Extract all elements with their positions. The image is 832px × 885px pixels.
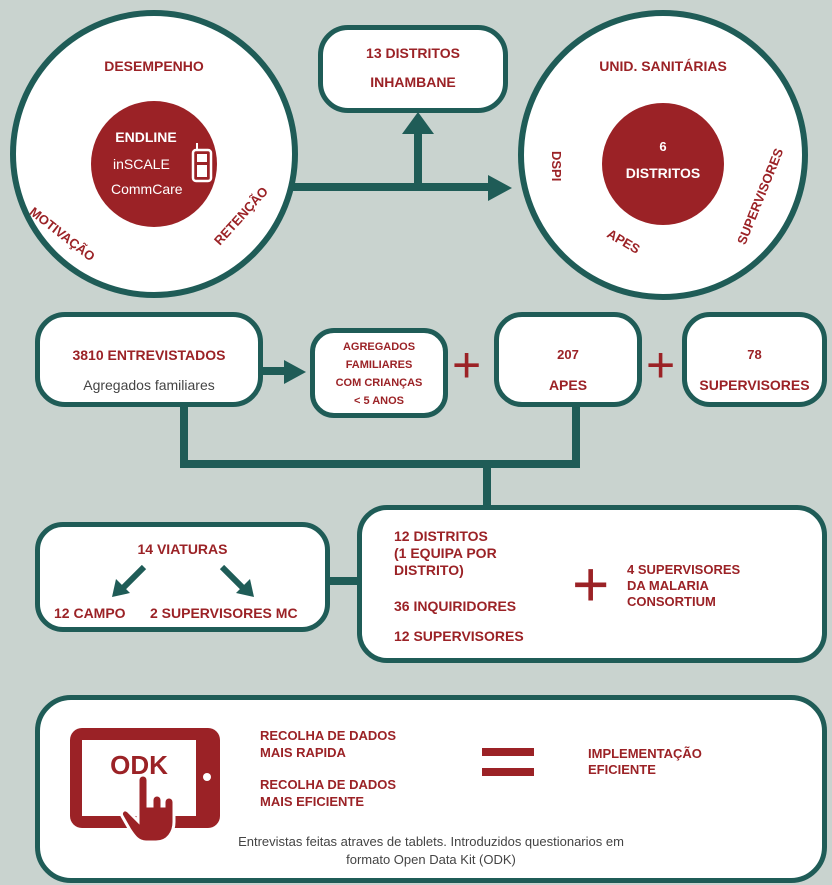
supervisors-count: 78 <box>747 347 762 362</box>
faster-collection-2: MAIS RAPIDA <box>260 745 346 760</box>
efficient-collection-2: MAIS EFICIENTE <box>260 794 365 809</box>
equals-bar-top <box>482 748 534 756</box>
households-line4: < 5 ANOS <box>353 395 405 407</box>
arrow-down-left-icon <box>112 565 147 597</box>
vehicles-box: 14 VIATURAS 12 CAMPO 2 SUPERVISORES MC <box>35 522 330 632</box>
connector-row2-left-down <box>180 400 188 465</box>
districts-core: 6 DISTRITOS <box>602 103 724 225</box>
arrow-down-right-icon <box>219 565 254 597</box>
phone-icon <box>191 143 213 183</box>
arrow-up-icon <box>402 112 434 134</box>
faster-collection-1: RECOLHA DE DADOS <box>260 728 397 743</box>
interviewed-count: 3810 ENTREVISTADOS <box>72 347 226 363</box>
connector-top-vertical <box>414 128 422 188</box>
equals-sign <box>482 748 534 776</box>
efficient-implementation-1: IMPLEMENTAÇÃO <box>588 746 702 761</box>
teams-box: 12 DISTRITOS (1 EQUIPA POR DISTRITO) 36 … <box>357 505 827 663</box>
label-desempenho: DESEMPENHO <box>104 58 204 74</box>
footnote-line1: Entrevistas feitas atraves de tablets. I… <box>238 834 624 849</box>
teams-supervisors: 12 SUPERVISORES <box>394 628 524 644</box>
connector-top-horizontal <box>292 183 492 191</box>
connector-row3-horizontal <box>325 577 365 585</box>
vehicles-title: 14 VIATURAS <box>137 541 228 557</box>
arrow-right-icon <box>488 175 512 201</box>
teams-per-district-1: (1 EQUIPA POR <box>394 545 497 561</box>
districts-word: DISTRITOS <box>625 165 701 181</box>
equals-bar-bottom <box>482 768 534 776</box>
performance-circle: DESEMPENHO ENDLINE inSCALE CommCare MOTI… <box>10 10 298 298</box>
households-box: AGREGADOS FAMILIARES COM CRIANÇAS < 5 AN… <box>310 328 448 418</box>
label-motivacao: MOTIVAÇÃO <box>26 204 98 265</box>
label-dspi: DSPI <box>549 151 564 182</box>
districts-inhambane-box: 13 DISTRITOS INHAMBANE <box>318 25 508 113</box>
tablet-icon: ODK <box>70 728 220 844</box>
districts-count: 13 DISTRITOS <box>366 45 460 61</box>
teams-districts: 12 DISTRITOS <box>394 528 488 544</box>
districts-number: 6 <box>659 139 667 154</box>
connector-to-row3 <box>483 460 491 510</box>
odk-box: ODK RECOLHA DE DADOS MAIS RAPIDA RECOLHA… <box>35 695 827 883</box>
mc-supervisors-3: CONSORTIUM <box>627 594 716 609</box>
districts-circle: UNID. SANITÁRIAS 6 DISTRITOS DSPI SUPERV… <box>518 10 808 300</box>
apes-box: 207 APES <box>494 312 642 407</box>
efficient-implementation-2: EFICIENTE <box>588 762 656 777</box>
efficient-collection-1: RECOLHA DE DADOS <box>260 777 397 792</box>
supervisors-label: SUPERVISORES <box>699 377 810 393</box>
inscale-label: inSCALE <box>113 156 170 172</box>
label-supervisores: SUPERVISORES <box>734 146 787 247</box>
commcare-label: CommCare <box>111 181 183 197</box>
vehicles-supervisors-mc: 2 SUPERVISORES MC <box>150 605 298 621</box>
endline-title: ENDLINE <box>115 129 177 145</box>
mc-supervisors-1: 4 SUPERVISORES <box>627 562 741 577</box>
teams-per-district-2: DISTRITO) <box>394 562 464 578</box>
households-line2: FAMILIARES <box>345 359 413 371</box>
label-retencao: RETENÇÃO <box>211 183 271 249</box>
vehicles-field: 12 CAMPO <box>54 605 126 621</box>
plus-sign-3: + <box>572 548 610 620</box>
apes-count: 207 <box>557 347 579 362</box>
pointing-hand-icon <box>120 774 176 844</box>
plus-sign-1: + <box>452 337 482 393</box>
apes-label: APES <box>548 377 588 393</box>
supervisors-box: 78 SUPERVISORES <box>682 312 827 407</box>
label-apes: APES <box>604 226 643 257</box>
households-line1: AGREGADOS <box>342 341 416 353</box>
province-name: INHAMBANE <box>370 74 456 90</box>
endline-core: ENDLINE inSCALE CommCare <box>91 101 217 227</box>
plus-sign-2: + <box>646 337 676 393</box>
connector-row2-arrow <box>260 367 290 375</box>
tablet-button <box>203 773 211 781</box>
footnote-line2: formato Open Data Kit (ODK) <box>346 852 516 867</box>
arrow-right-icon <box>284 360 306 384</box>
interviewed-subtitle: Agregados familiares <box>83 377 215 393</box>
households-line3: COM CRIANÇAS <box>335 377 423 389</box>
interviewed-box: 3810 ENTREVISTADOS Agregados familiares <box>35 312 263 407</box>
connector-row2-right-down <box>572 400 580 465</box>
mc-supervisors-2: DA MALARIA <box>627 578 709 593</box>
label-unid-sanitarias: UNID. SANITÁRIAS <box>599 58 727 74</box>
teams-inquirers: 36 INQUIRIDORES <box>394 598 517 614</box>
connector-row2-horizontal <box>180 460 580 468</box>
